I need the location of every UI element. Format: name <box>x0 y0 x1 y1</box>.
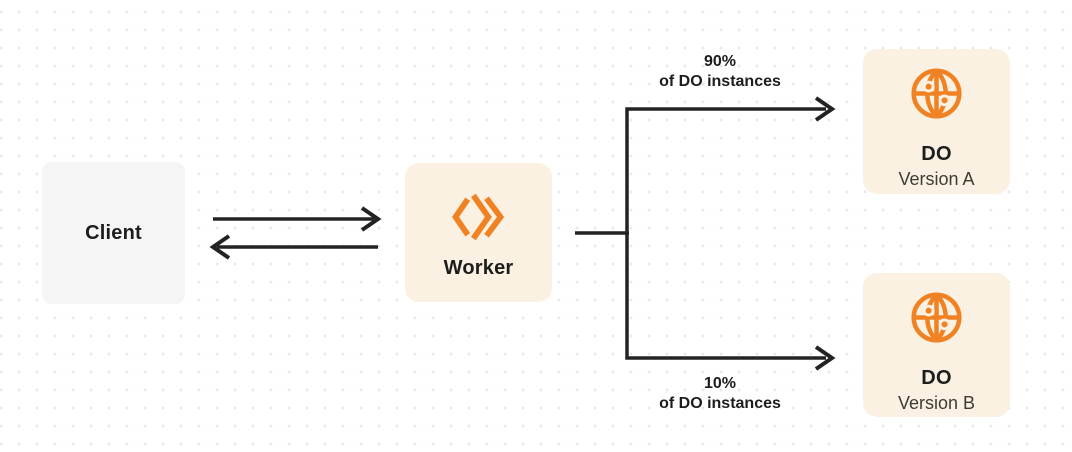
split-bottom-label: 10% of DO instances <box>610 374 830 414</box>
do-version-a-node: DO Version A <box>863 49 1010 194</box>
split-top-label: 90% of DO instances <box>610 52 830 92</box>
worker-node: Worker <box>405 163 552 302</box>
split-top-caption: of DO instances <box>659 73 781 90</box>
split-bottom-caption: of DO instances <box>659 395 781 412</box>
durable-object-globe-icon <box>911 68 962 119</box>
client-label: Client <box>85 221 142 244</box>
worker-to-client-arrowhead-icon <box>209 234 231 260</box>
do-b-subtitle: Version B <box>897 393 976 413</box>
split-top-percent: 90% <box>703 53 737 70</box>
client-to-worker-arrowhead-icon <box>360 206 382 232</box>
cloudflare-workers-icon <box>451 193 504 241</box>
durable-object-globe-icon <box>911 292 962 343</box>
split-bottom-percent: 10% <box>703 375 737 392</box>
split-top-arrowhead-icon <box>814 96 836 122</box>
split-branch-line <box>625 107 826 360</box>
split-bottom-arrowhead-icon <box>814 345 836 371</box>
client-node: Client <box>42 162 185 304</box>
do-version-b-node: DO Version B <box>863 273 1010 417</box>
do-b-title: DO <box>921 367 952 389</box>
do-a-title: DO <box>921 143 952 165</box>
do-a-subtitle: Version A <box>898 169 975 189</box>
worker-label: Worker <box>443 257 514 279</box>
